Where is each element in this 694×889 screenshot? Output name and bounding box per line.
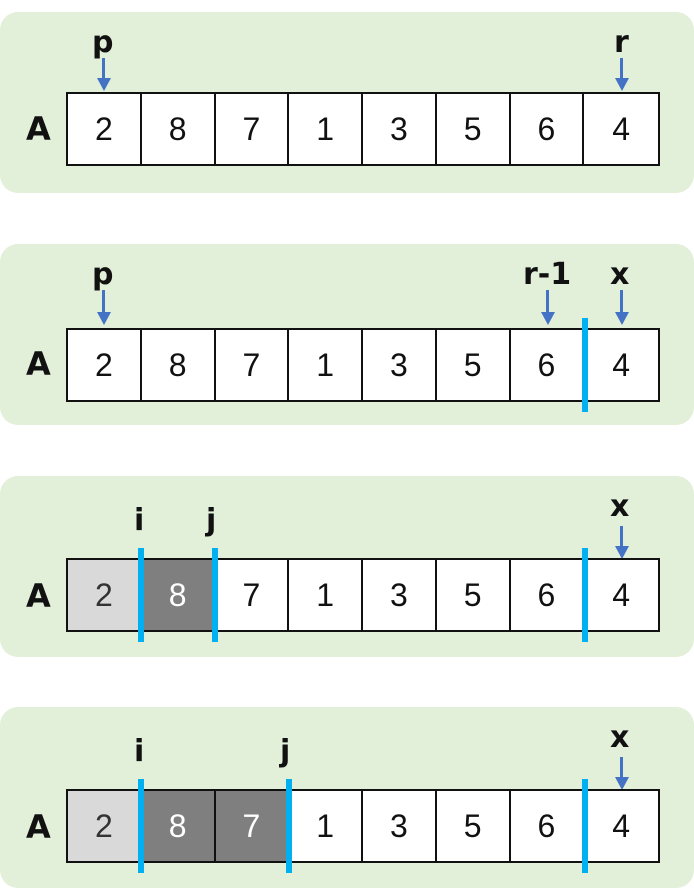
array-cell: 6 xyxy=(511,560,585,630)
array-cell: 4 xyxy=(612,346,631,383)
array-label: A xyxy=(26,577,51,615)
array-cell: 4 xyxy=(612,807,631,844)
array-row: 2 8 7 1 3 5 6 4 xyxy=(66,558,660,632)
panel-1: p r A 2 8 7 1 3 5 6 4 xyxy=(0,12,694,193)
array-cell: 3 xyxy=(363,330,437,400)
pivot-partition-line xyxy=(582,318,588,412)
pointer-label-j: j xyxy=(280,734,291,769)
array-row: 2 8 7 1 3 5 6 4 xyxy=(66,328,660,402)
array-cell: 3 xyxy=(363,94,437,164)
array-cell: 3 xyxy=(363,791,437,861)
pointer-label-x: x xyxy=(610,257,630,292)
array-cell: 4 xyxy=(612,576,631,613)
pointer-arrowhead-r-1 xyxy=(541,312,555,325)
panel-2: p r-1 x A 2 8 7 1 3 5 6 4 xyxy=(0,244,694,425)
array-cell: 1 xyxy=(289,94,363,164)
array-cell: 6 xyxy=(511,94,585,164)
array-label: A xyxy=(26,110,51,148)
pivot-partition-line xyxy=(582,548,588,642)
panel-4: i j x A 2 8 7 1 3 5 6 4 xyxy=(0,707,694,888)
array-cell-big: 7 xyxy=(215,791,290,861)
array-cell-big: 8 xyxy=(141,560,216,630)
array-cell: 7 xyxy=(216,330,290,400)
array-cell-done: 2 xyxy=(68,560,142,630)
array-cell: 8 xyxy=(142,330,216,400)
pointer-arrowhead-p xyxy=(97,78,111,91)
array-row: 2 8 7 1 3 5 6 4 xyxy=(66,789,660,863)
array-cell: 7 xyxy=(216,560,290,630)
pointer-label-x: x xyxy=(610,720,630,755)
array-label: A xyxy=(26,345,51,383)
pointer-arrow-x xyxy=(620,757,623,777)
array-cell: 1 xyxy=(289,330,363,400)
j-partition-line xyxy=(212,548,218,642)
i-partition-line xyxy=(138,779,144,873)
array-cell: 2 xyxy=(68,94,142,164)
pointer-arrow-x xyxy=(620,526,623,546)
pointer-label-i: i xyxy=(134,503,145,538)
pointer-arrowhead-x xyxy=(615,777,629,790)
pointer-label-i: i xyxy=(134,734,145,769)
array-cell: 5 xyxy=(437,330,511,400)
array-cell: 8 xyxy=(142,94,216,164)
array-cell: 1 xyxy=(289,560,363,630)
pointer-arrowhead-p xyxy=(97,312,111,325)
pointer-label-j: j xyxy=(206,503,217,538)
array-cell: 5 xyxy=(437,791,511,861)
array-row: 2 8 7 1 3 5 6 4 xyxy=(66,92,660,166)
array-cell-big: 8 xyxy=(141,791,216,861)
pointer-label-r-1: r-1 xyxy=(523,257,572,292)
pivot-partition-line xyxy=(582,779,588,873)
panel-3: i j x A 2 8 7 1 3 5 6 4 xyxy=(0,476,694,657)
array-cell: 5 xyxy=(437,560,511,630)
pointer-label-p: p xyxy=(92,25,114,60)
array-cell: 1 xyxy=(289,791,363,861)
pointer-arrow-x xyxy=(620,290,623,312)
pointer-arrowhead-x xyxy=(615,312,629,325)
array-cell: 7 xyxy=(216,94,290,164)
pointer-arrow-p xyxy=(102,58,105,78)
pointer-arrow-r xyxy=(620,58,623,78)
pointer-arrow-p xyxy=(102,290,105,312)
pointer-arrowhead-x xyxy=(615,546,629,559)
array-cell: 4 xyxy=(612,110,631,147)
pointer-label-x: x xyxy=(610,489,630,524)
pointer-label-p: p xyxy=(92,257,114,292)
array-cell: 6 xyxy=(511,330,585,400)
array-cell-done: 2 xyxy=(68,791,142,861)
array-label: A xyxy=(26,808,51,846)
array-cell: 2 xyxy=(68,330,142,400)
pointer-label-r: r xyxy=(614,25,629,60)
j-partition-line xyxy=(286,779,292,873)
pointer-arrow-r-1 xyxy=(546,290,549,312)
array-cell: 5 xyxy=(437,94,511,164)
i-partition-line xyxy=(138,548,144,642)
array-cell: 3 xyxy=(363,560,437,630)
array-cell: 6 xyxy=(511,791,585,861)
pointer-arrowhead-r xyxy=(615,78,629,91)
